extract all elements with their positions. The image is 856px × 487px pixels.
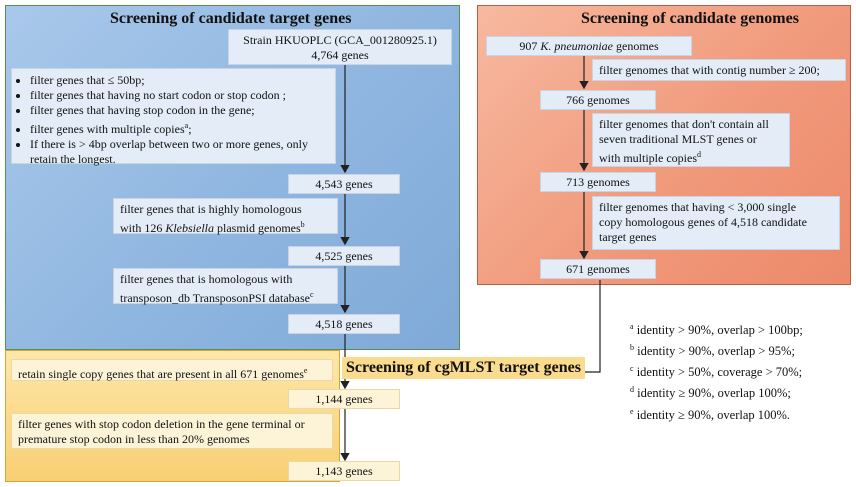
retain-box: retain single copy genes that are presen…	[11, 359, 333, 381]
count-1143-box: 1,143 genes	[288, 461, 400, 481]
count-766-box: 766 genomes	[540, 90, 656, 110]
gene-filter-item: If there is > 4bp overlap between two or…	[30, 137, 329, 167]
contig-filter-box: filter genomes that with contig number ≥…	[592, 59, 846, 81]
cgmlst-title: Screening of cgMLST target genes	[342, 357, 585, 379]
plasmid-filter-box: filter genes that is highly homologous w…	[113, 198, 338, 235]
footnote-d: d identity ≥ 90%, overlap 100%;	[630, 385, 791, 401]
gene-filter-item-multiple-copies: filter genes with multiple copiesa;	[30, 118, 329, 137]
candidate-genes-title: Screening of candidate target genes	[110, 10, 352, 27]
gene-filter-item: filter genes that having no start codon …	[30, 88, 329, 103]
count-4525-box: 4,525 genes	[288, 246, 400, 266]
transposon-filter-box: filter genes that is homologous with tra…	[113, 268, 338, 305]
start-genomes-box: 907 K. pneumoniae genomes	[486, 36, 692, 56]
count-4764: 4,764 genes	[311, 48, 369, 62]
footnote-b: b identity > 90%, overlap > 95%;	[630, 343, 795, 359]
strain-box: Strain HKUOPLC (GCA_001280925.1) 4,764 g…	[228, 29, 452, 65]
count-4543-box: 4,543 genes	[288, 174, 400, 194]
footnote-a: a identity > 90%, overlap > 100bp;	[630, 322, 803, 338]
footnotes: a identity > 90%, overlap > 100bp; b ide…	[630, 318, 803, 424]
gene-filters-box: filter genes that ≤ 50bp; filter genes t…	[11, 68, 336, 167]
gene-filter-item: filter genes that ≤ 50bp;	[30, 73, 329, 88]
footnote-e: e identity ≥ 90%, overlap 100%.	[630, 406, 791, 422]
footnote-c: c identity > 50%, coverage > 70%;	[630, 364, 803, 380]
candidate-genomes-title: Screening of candidate genomes	[581, 10, 799, 27]
single-copy-filter-box: filter genomes that having < 3,000 singl…	[592, 196, 840, 250]
count-671-box: 671 genomes	[540, 259, 656, 279]
count-713-box: 713 genomes	[540, 172, 656, 192]
count-4518-box: 4,518 genes	[288, 314, 400, 334]
stop-codon-filter-box: filter genes with stop codon deletion in…	[11, 413, 333, 449]
strain-name: Strain HKUOPLC (GCA_001280925.1)	[243, 33, 437, 47]
mlst-filter-box: filter genomes that don't contain all se…	[592, 113, 790, 167]
gene-filter-item: filter genes that having stop codon in t…	[30, 103, 329, 118]
gene-filter-list: filter genes that ≤ 50bp; filter genes t…	[18, 73, 329, 167]
count-1144-box: 1,144 genes	[288, 389, 400, 409]
